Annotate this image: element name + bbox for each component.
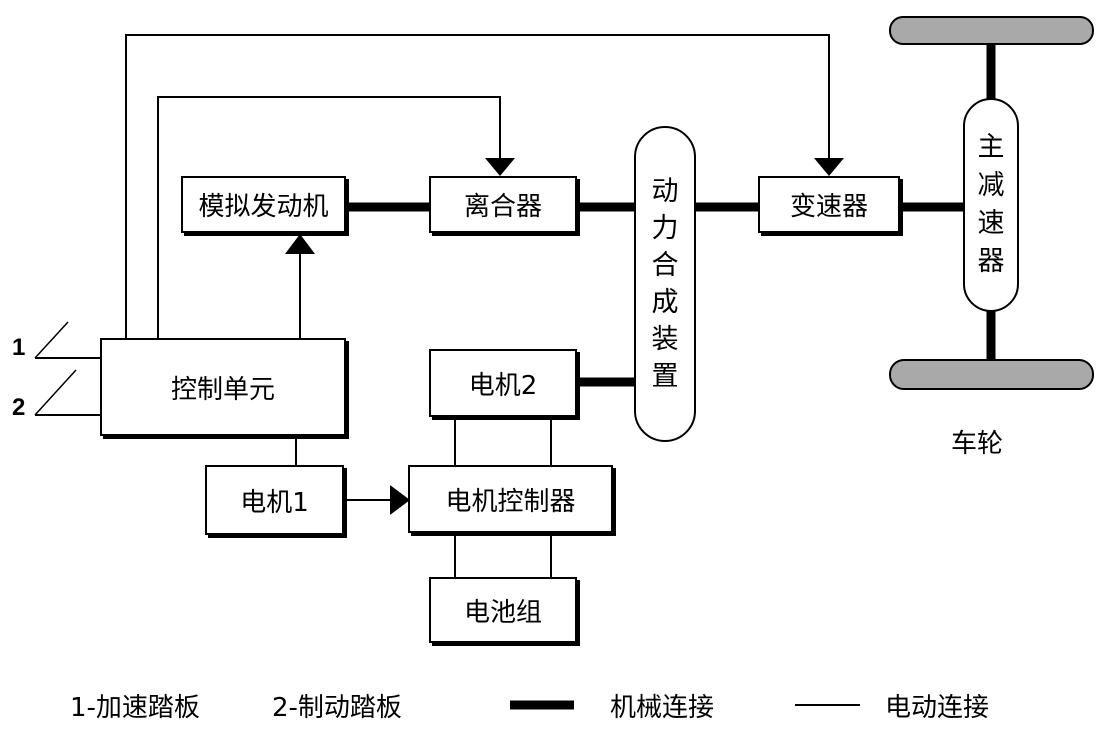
control-unit-block: 控制单元: [100, 338, 346, 436]
control-to-gearbox-line: [125, 34, 830, 338]
legend-accelerator: 1-加速踏板: [70, 693, 200, 723]
legend-electrical: 电动连接: [885, 693, 990, 723]
motor2-block: 电机2: [429, 349, 577, 417]
clutch-block: 离合器: [429, 176, 577, 233]
coupling-char: 置: [651, 361, 679, 392]
pedal-number-1: 1: [12, 334, 26, 361]
final-drive: 主 减 速 器: [963, 98, 1019, 312]
control-to-clutch-line: [157, 96, 501, 338]
legend-mechanical: 机械连接: [610, 693, 715, 723]
final-drive-char: 速: [977, 208, 1005, 239]
pedal1-slash: [34, 321, 69, 359]
engine-arrowhead: [285, 234, 315, 254]
wheels-label: 车轮: [951, 429, 1004, 459]
controller-arrowhead: [390, 485, 410, 515]
power-coupling-device: 动 力 合 成 装 置: [634, 126, 696, 442]
wheel-lower: [889, 359, 1094, 390]
battery-block: 电池组: [429, 577, 577, 643]
final-drive-char: 器: [977, 246, 1005, 277]
gearbox-block: 变速器: [758, 176, 900, 233]
pedal-number-2: 2: [12, 394, 26, 421]
legend-brake: 2-制动踏板: [272, 693, 402, 723]
coupling-char: 成: [651, 287, 679, 318]
motor-controller-block: 电机控制器: [408, 465, 613, 533]
final-drive-char: 主: [977, 132, 1005, 163]
motor1-block: 电机1: [205, 465, 344, 535]
coupling-char: 装: [651, 324, 679, 355]
coupling-char: 力: [651, 213, 679, 244]
final-drive-char: 减: [977, 170, 1005, 201]
pedal2-slash: [34, 369, 77, 416]
coupling-char: 合: [651, 250, 679, 281]
wheel-upper: [889, 16, 1094, 45]
gearbox-arrowhead: [814, 158, 844, 176]
clutch-arrowhead: [485, 158, 515, 176]
engine-block: 模拟发动机: [181, 176, 346, 233]
coupling-char: 动: [651, 176, 679, 207]
